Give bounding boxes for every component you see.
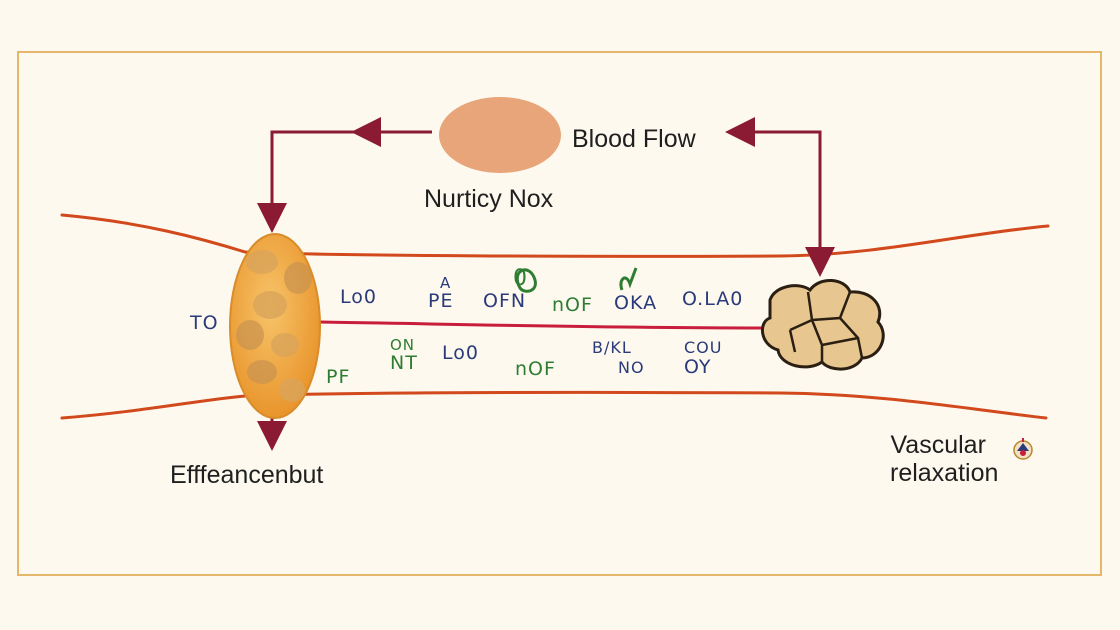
note-0: TO: [190, 312, 219, 334]
note-6: nOF: [552, 294, 593, 316]
note-14: NO: [618, 358, 645, 377]
note-11: Lo0: [442, 342, 479, 364]
arrow-to-left-blob: [257, 130, 432, 233]
note-12: nOF: [515, 358, 556, 380]
note-1: Lo0: [340, 286, 377, 308]
note-2: A: [440, 274, 452, 292]
nox-ellipse: [439, 97, 561, 173]
vascular-line1: Vascular: [890, 431, 986, 459]
vessel-center-line: [319, 320, 771, 330]
note-16: OY: [684, 356, 712, 378]
note-10: NT: [390, 352, 418, 374]
left-cell-cluster: [229, 233, 321, 419]
vascular-relaxation-label: Vascular relaxation: [878, 431, 999, 487]
vascular-line2: relaxation: [890, 458, 999, 487]
emblem-icon: [1013, 438, 1033, 460]
blood-flow-label: Blood Flow: [572, 125, 696, 153]
note-7: OKA: [614, 292, 658, 314]
note-3: PE: [428, 290, 454, 312]
note-5: 0: [513, 266, 528, 291]
vessel-bottom-wall: [60, 390, 1048, 420]
effeancenbut-label: Efffeancenbut: [170, 461, 324, 489]
diagram-frame: [17, 51, 1102, 576]
right-cell-cluster: [761, 279, 885, 371]
vessel-top-wall: [60, 213, 1050, 258]
note-13: B/KL: [592, 338, 632, 357]
note-8: O.LA0: [682, 288, 744, 310]
green-loop-mark: [515, 268, 537, 293]
green-check-mark: [619, 267, 638, 291]
note-9: ON: [390, 336, 416, 354]
nurticy-nox-label: Nurticy Nox: [424, 185, 554, 213]
note-4: OFN: [483, 290, 527, 312]
arrow-blood-flow: [725, 117, 822, 262]
note-15: COU: [684, 338, 723, 357]
note-17: PF: [326, 366, 351, 388]
